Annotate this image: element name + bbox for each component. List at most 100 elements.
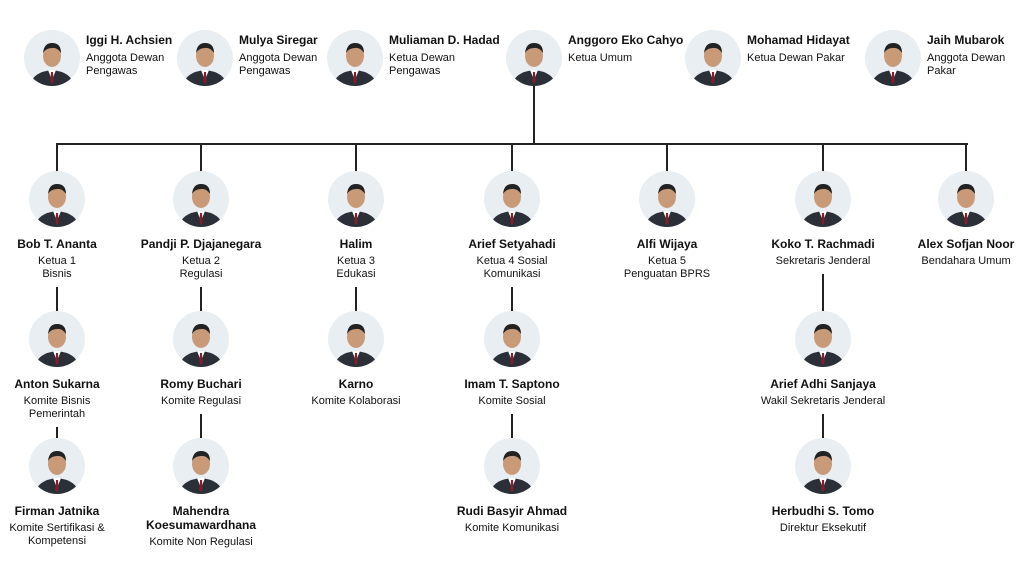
person-name: Pandji P. Djajanegara [140, 237, 262, 251]
person-photo-icon [334, 184, 378, 227]
avatar [685, 30, 741, 86]
connector-line [965, 143, 967, 172]
person-role: Pengawas [239, 65, 291, 77]
person-role: Wakil Sekretaris Jenderal [760, 395, 886, 407]
avatar [328, 171, 384, 227]
person-role: Bendahara Umum [921, 255, 1011, 267]
person-role: Ketua 4 Sosial [476, 255, 548, 267]
person-name: Halim [339, 237, 373, 251]
person-role: Komite Kolaborasi [311, 395, 401, 407]
connector-line [511, 287, 513, 311]
person-name: Iggi H. Achsien [86, 33, 173, 47]
person-name: Bob T. Ananta [17, 237, 97, 251]
person-photo-icon [645, 184, 689, 227]
connector-line [56, 427, 58, 438]
person-photo-icon [30, 43, 74, 86]
connector-line [56, 143, 58, 172]
connector-line [200, 143, 202, 172]
person-photo-icon [512, 43, 556, 86]
person-role: Anggota Dewan [239, 52, 318, 64]
person-role: Ketua Umum [568, 52, 633, 64]
person-role: Ketua Dewan [389, 52, 456, 64]
person-photo-icon [183, 43, 227, 86]
person-photo-icon [35, 451, 79, 494]
person-photo-icon [179, 184, 223, 227]
person-role: Anggota Dewan [927, 52, 1006, 64]
person-role: Edukasi [336, 268, 376, 280]
person-name: Koko T. Rachmadi [771, 237, 875, 251]
person-name: Anggoro Eko Cahyo [568, 33, 684, 47]
avatar [328, 311, 384, 367]
person-role: Pengawas [86, 65, 138, 77]
avatar [938, 171, 994, 227]
person-photo-icon [801, 184, 845, 227]
person-photo-icon [801, 324, 845, 367]
person-name: Karno [338, 377, 374, 391]
connector-line [822, 414, 824, 438]
person-role: Komite Non Regulasi [149, 536, 253, 548]
person-photo-icon [179, 451, 223, 494]
person-role: Anggota Dewan [86, 52, 165, 64]
connector-line [200, 287, 202, 311]
avatar [484, 171, 540, 227]
avatar [639, 171, 695, 227]
person-role: Bisnis [42, 268, 72, 280]
person-photo-icon [944, 184, 988, 227]
person-role: Ketua Dewan Pakar [747, 52, 845, 64]
person-role: Pengawas [389, 65, 441, 77]
avatar [506, 30, 562, 86]
person-role: Ketua 2 [182, 255, 220, 267]
avatar [795, 438, 851, 494]
person-photo-icon [334, 324, 378, 367]
avatar [24, 30, 80, 86]
person-photo-icon [871, 43, 915, 86]
avatar [795, 311, 851, 367]
connector-line [822, 143, 824, 172]
person-photo-icon [801, 451, 845, 494]
person-name: Mohamad Hidayat [747, 33, 850, 47]
avatar [327, 30, 383, 86]
connector-line [533, 86, 535, 144]
connector-line [822, 274, 824, 311]
connector-line [200, 414, 202, 438]
avatar [484, 438, 540, 494]
person-name: Mulya Siregar [239, 33, 318, 47]
person-role: Direktur Eksekutif [779, 522, 867, 534]
avatar [865, 30, 921, 86]
person-role: Pakar [927, 65, 956, 77]
connector-line [56, 287, 58, 311]
avatar [29, 171, 85, 227]
connector-line [666, 143, 668, 172]
person-role: Ketua 5 [648, 255, 686, 267]
avatar [173, 311, 229, 367]
person-role: Komite Regulasi [160, 395, 242, 407]
avatar [29, 438, 85, 494]
person-name: Imam T. Saptono [464, 377, 560, 391]
person-name: Romy Buchari [160, 377, 242, 391]
person-role: Penguatan BPRS [623, 268, 711, 280]
person-name: Alex Sofjan Noor [917, 237, 1015, 251]
person-photo-icon [691, 43, 735, 86]
connector-line [355, 287, 357, 311]
avatar [173, 171, 229, 227]
person-name: Muliaman D. Hadad [389, 33, 500, 47]
person-photo-icon [490, 324, 534, 367]
avatar [484, 311, 540, 367]
person-role: Komunikasi [483, 268, 541, 280]
person-role: Pemerintah [28, 408, 86, 420]
person-role: Sekretaris Jenderal [775, 255, 871, 267]
person-name: Alfi Wijaya [636, 237, 698, 251]
person-name: Arief Setyahadi [468, 237, 556, 251]
person-photo-icon [35, 184, 79, 227]
person-role: Komite Komunikasi [464, 522, 560, 534]
connector-line [511, 414, 513, 438]
person-role: Regulasi [179, 268, 223, 280]
connector-line [355, 143, 357, 172]
avatar [29, 311, 85, 367]
person-photo-icon [179, 324, 223, 367]
avatar [795, 171, 851, 227]
person-role: Komite Bisnis [23, 395, 91, 407]
person-role: Komite Sertifikasi & [9, 522, 105, 534]
person-photo-icon [333, 43, 377, 86]
avatar [173, 438, 229, 494]
